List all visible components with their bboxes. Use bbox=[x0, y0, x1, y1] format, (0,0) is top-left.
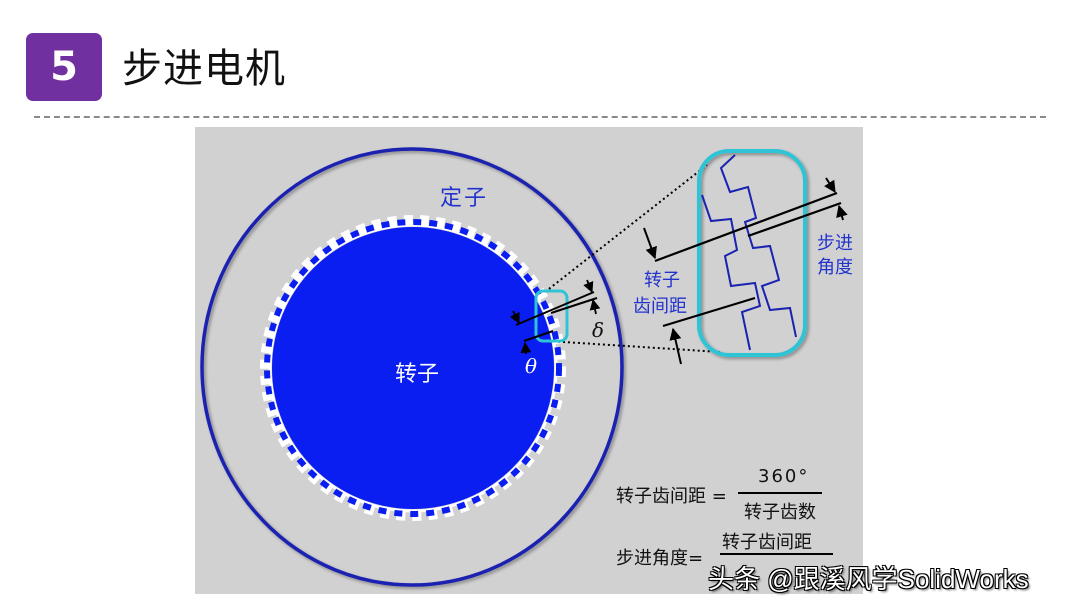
arrow-icon bbox=[583, 279, 594, 293]
stator-ring bbox=[200, 147, 624, 587]
formula-1-denominator: 转子齿数 bbox=[744, 502, 816, 523]
arrow-icon bbox=[824, 177, 836, 194]
arrow-icon bbox=[589, 298, 601, 315]
theta-symbol: θ bbox=[525, 354, 538, 378]
zoom-highlight-box bbox=[697, 149, 807, 357]
projection-line-bottom bbox=[547, 340, 721, 353]
arrow-icon bbox=[520, 341, 532, 355]
stator-teeth-profile bbox=[719, 154, 797, 338]
step-angle-label-2: 角度 bbox=[817, 257, 853, 278]
formula-2-numerator: 转子齿间距 bbox=[722, 532, 812, 553]
formula-1-numerator: 360° bbox=[758, 466, 810, 487]
projection-line-top bbox=[544, 164, 708, 293]
dashed-divider bbox=[34, 116, 1046, 118]
arrow-icon bbox=[836, 204, 848, 221]
arrow-icon bbox=[509, 310, 520, 324]
rotor-teeth-profile bbox=[701, 194, 762, 351]
arrow-icon bbox=[669, 327, 682, 365]
rotor-tooth-pitch-label-2: 齿间距 bbox=[633, 296, 687, 317]
step-angle-label-1: 步进 bbox=[817, 233, 853, 254]
rotor-label: 转子 bbox=[395, 362, 440, 387]
formula-2-lhs: 步进角度= bbox=[616, 548, 704, 569]
rotor-body bbox=[272, 227, 554, 509]
formula-1-lhs: 转子齿间距 = bbox=[616, 486, 727, 507]
page-title: 步进电机 bbox=[122, 46, 286, 92]
section-number: 5 bbox=[50, 44, 78, 90]
section-number-badge: 5 bbox=[26, 33, 102, 101]
stator-label: 定子 bbox=[440, 186, 489, 211]
rotor-tooth-pitch-label-1: 转子 bbox=[644, 270, 680, 291]
watermark: 头条 @跟溪风学SolidWorks bbox=[708, 564, 1029, 594]
delta-symbol: δ bbox=[592, 318, 605, 342]
arrow-icon bbox=[643, 227, 657, 260]
